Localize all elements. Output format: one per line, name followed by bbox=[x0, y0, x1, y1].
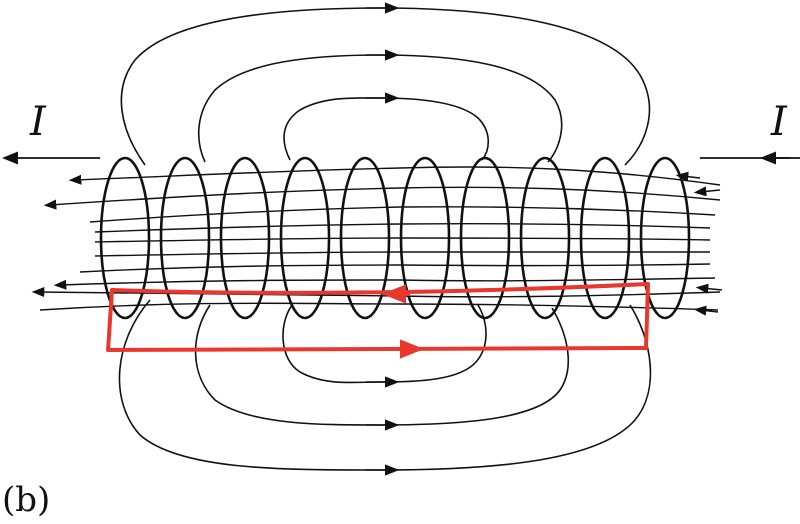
amperian-rectangle bbox=[106, 282, 650, 352]
interior-field-lines bbox=[31, 166, 721, 311]
outer-field-loops-top bbox=[120, 7, 651, 166]
coil-turn bbox=[339, 156, 391, 320]
coil-turn bbox=[519, 156, 571, 320]
interior-line-7 bbox=[79, 263, 711, 273]
interior-line-8 bbox=[53, 277, 716, 290]
coil-turn bbox=[99, 156, 151, 320]
entry-arrow-3 bbox=[695, 283, 723, 294]
coil-turn bbox=[159, 156, 211, 320]
coil-turn bbox=[639, 156, 691, 320]
interior-line-6 bbox=[94, 251, 710, 257]
coil-turn bbox=[279, 156, 331, 320]
amperian-loop bbox=[106, 282, 650, 359]
field-loop-bottom-3 bbox=[282, 304, 487, 384]
field-loop-top-2 bbox=[197, 54, 563, 163]
coil-turn bbox=[459, 156, 511, 320]
outer-loop-arrows bbox=[366, 2, 400, 476]
entry-arrow-1 bbox=[675, 171, 701, 182]
field-loop-bottom-2 bbox=[194, 304, 570, 426]
interior-line-2 bbox=[43, 186, 721, 210]
interior-line-5 bbox=[94, 237, 711, 243]
interior-line-4 bbox=[94, 222, 711, 233]
field-loop-top-3 bbox=[283, 97, 490, 161]
current-label-right: I bbox=[771, 99, 787, 145]
solenoid-coil bbox=[99, 156, 691, 320]
panel-label: (b) bbox=[2, 480, 51, 520]
entry-arrow-2 bbox=[693, 186, 721, 197]
entry-arrow-4 bbox=[693, 305, 719, 316]
current-label-left: I bbox=[30, 99, 46, 145]
coil-turn bbox=[579, 156, 631, 320]
outer-field-loops-bottom bbox=[118, 299, 652, 471]
field-loop-top-1 bbox=[120, 7, 651, 166]
coil-turn bbox=[219, 156, 271, 320]
coil-turn bbox=[399, 156, 451, 320]
interior-line-3 bbox=[89, 206, 716, 223]
right-entry-arrows bbox=[675, 171, 723, 316]
interior-line-1 bbox=[68, 166, 721, 186]
